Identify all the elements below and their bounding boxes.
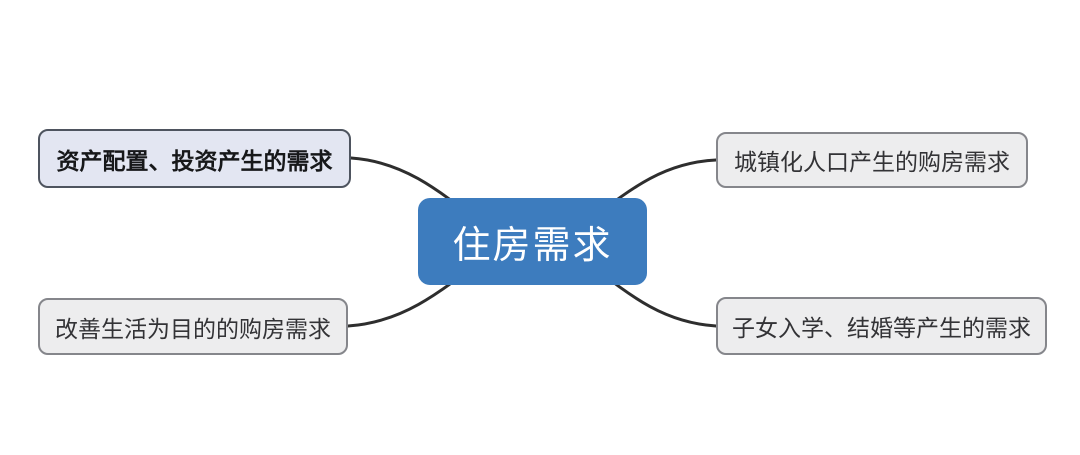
branch-label: 改善生活为目的的购房需求	[55, 315, 331, 342]
root-label: 住房需求	[452, 225, 613, 267]
branch-node-urbanization: 城镇化人口产生的购房需求	[716, 132, 1028, 188]
branch-node-life-improvement: 改善生活为目的的购房需求	[38, 298, 348, 355]
branch-node-schooling-marriage: 子女入学、结婚等产生的需求	[716, 297, 1047, 355]
branch-label: 城镇化人口产生的购房需求	[734, 149, 1010, 175]
branch-label: 资产配置、投资产生的需求	[56, 147, 333, 174]
branch-node-asset-allocation: 资产配置、投资产生的需求	[38, 129, 351, 188]
branch-label: 子女入学、结婚等产生的需求	[732, 315, 1031, 341]
root-node-housing-demand: 住房需求	[418, 198, 647, 285]
